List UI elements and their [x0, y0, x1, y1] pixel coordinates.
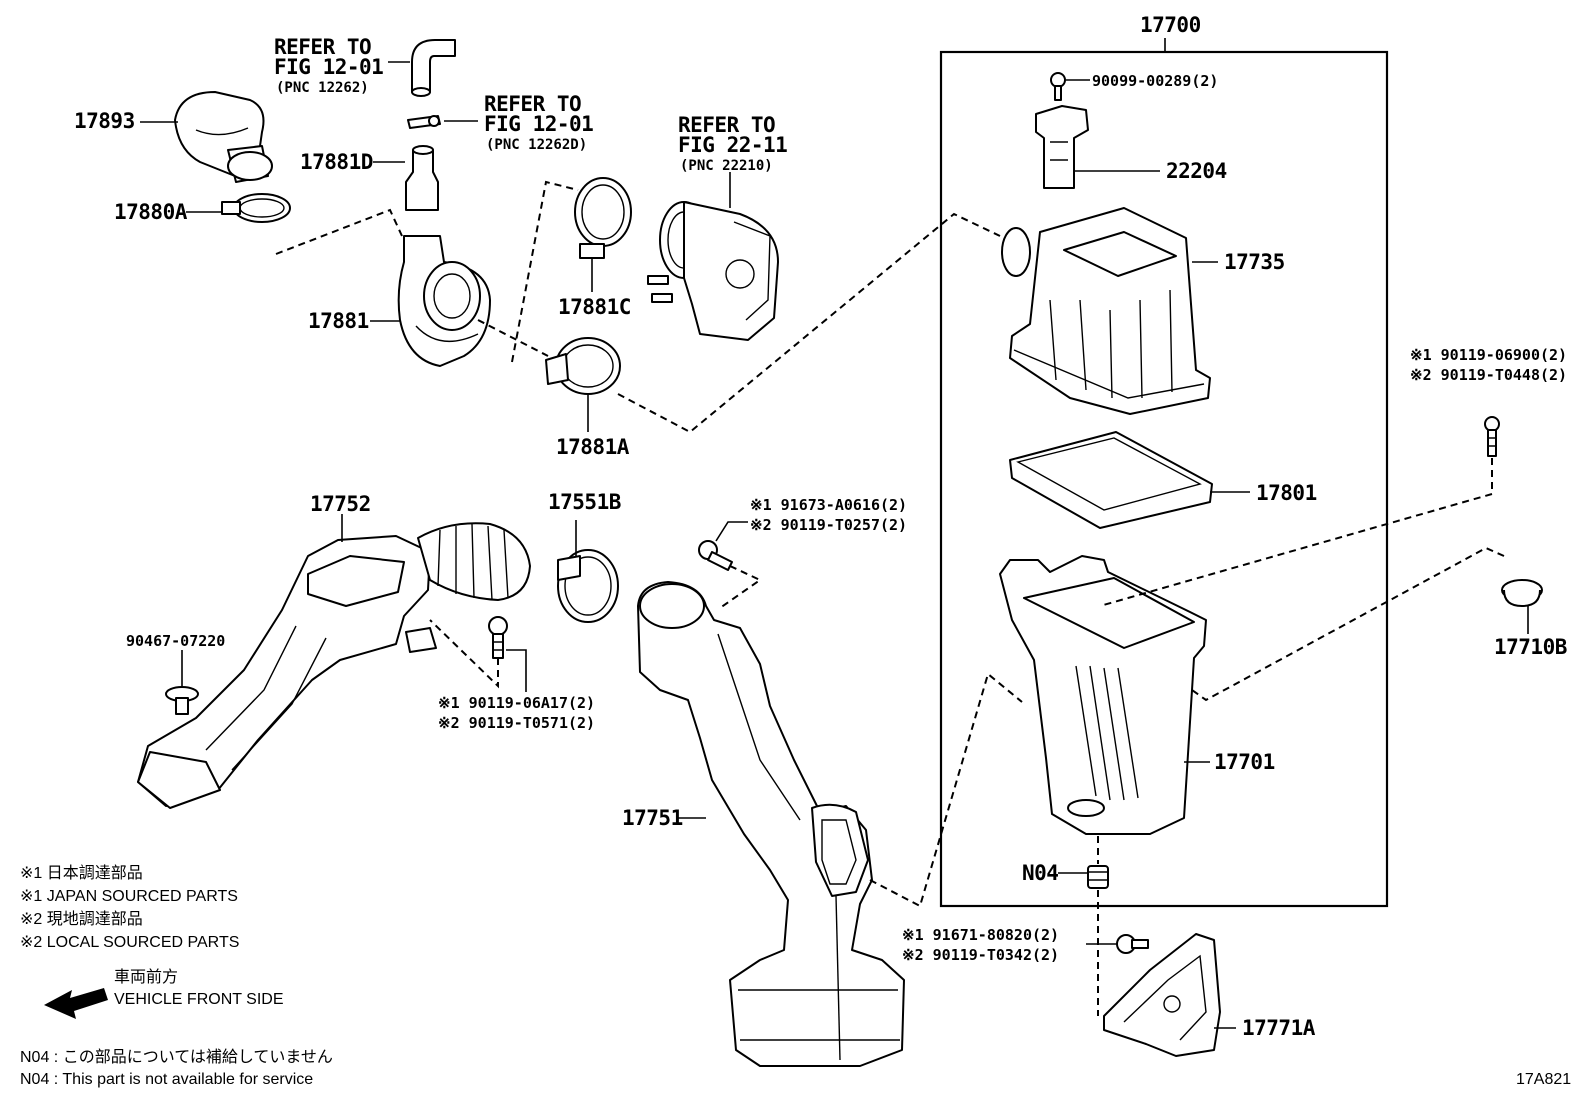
part-17881a-clamp	[545, 337, 621, 395]
pipe-ref-12262	[411, 39, 456, 97]
part-bolt-90119-06900	[1484, 416, 1500, 457]
label-17881: 17881	[308, 309, 369, 333]
label-90099: 90099-00289(2)	[1092, 72, 1219, 90]
label-17710b: 17710B	[1494, 635, 1567, 659]
dash-06900-17701	[1099, 458, 1493, 607]
part-17771a-bracket	[1103, 933, 1221, 1057]
part-17881d-hose	[405, 145, 439, 211]
ref-22210-l2: FIG 22-11	[678, 133, 788, 157]
label-90467: 90467-07220	[126, 632, 226, 650]
label-a1: ※1 90119-06900(2)	[1410, 346, 1568, 364]
label-n04: N04	[1022, 861, 1059, 885]
label-17881d: 17881D	[300, 150, 373, 174]
ref-12262-l1: REFER TO	[274, 35, 372, 59]
note-n04-en: N04 : This part is not available for ser…	[20, 1071, 314, 1088]
dash-17710b-17701	[1191, 546, 1505, 702]
ref-22210-l3: (PNC 22210)	[680, 158, 773, 174]
diagram-id: 17A821	[1516, 1071, 1572, 1088]
part-17752-duct	[137, 522, 531, 809]
part-17801-filter	[1009, 431, 1213, 529]
label-17881a: 17881A	[556, 435, 629, 459]
dash-91673-17751	[719, 565, 762, 609]
assembly-17700-box	[939, 50, 1389, 908]
part-17880a-clamp	[221, 193, 291, 223]
label-17735: 17735	[1224, 250, 1285, 274]
part-17735-cover	[1001, 207, 1211, 415]
note-japan-en: ※1 JAPAN SOURCED PARTS	[20, 888, 238, 905]
label-d2: ※2 90119-T0342(2)	[902, 946, 1060, 964]
dash-17881a-17735	[617, 212, 1001, 434]
label-d1: ※1 91671-80820(2)	[902, 926, 1060, 944]
dash-17881-17881c	[511, 180, 579, 363]
leader-90119-06a17	[506, 649, 527, 692]
label-a2: ※2 90119-T0448(2)	[1410, 366, 1568, 384]
part-bolt-91673-a0616	[698, 540, 733, 571]
part-17551b-clamp	[557, 549, 619, 623]
part-17751-duct	[637, 581, 905, 1067]
note-local-en: ※2 LOCAL SOURCED PARTS	[20, 934, 240, 951]
leader-91673-a0616	[715, 521, 748, 542]
label-b1: ※1 91673-A0616(2)	[750, 496, 908, 514]
dash-17880a-17881	[275, 208, 403, 255]
label-17751: 17751	[622, 806, 683, 830]
part-90099-screw	[1050, 72, 1066, 101]
part-17881c-clamp	[574, 177, 632, 259]
ref-12262d-l1: REFER TO	[484, 92, 582, 116]
dash-17751-17701	[869, 672, 1023, 908]
label-17801: 17801	[1256, 481, 1317, 505]
ref-12262d-l3: (PNC 12262D)	[486, 137, 588, 153]
dash-06a17-17752	[429, 619, 499, 689]
ref-12262-l2: FIG 12-01	[274, 55, 384, 79]
part-90467-clip	[165, 686, 199, 715]
clip-ref-12262d	[407, 115, 441, 129]
label-17701: 17701	[1214, 750, 1275, 774]
note-n04-jp: N04 : この部品については補給していません	[20, 1049, 333, 1066]
part-n04-cap	[1087, 865, 1109, 889]
label-22204: 22204	[1166, 159, 1227, 183]
note-japan-jp: ※1 日本調達部品	[20, 865, 143, 882]
dash-17881-17881a	[477, 319, 549, 357]
label-c2: ※2 90119-T0571(2)	[438, 714, 596, 732]
note-front-en: VEHICLE FRONT SIDE	[114, 991, 284, 1008]
part-17710b-grommet	[1501, 579, 1543, 607]
label-17881c: 17881C	[558, 295, 631, 319]
part-17881-elbow	[397, 235, 491, 367]
part-bolt-90119-06a17	[488, 616, 508, 659]
label-17880a: 17880A	[114, 200, 187, 224]
ref-22210-l1: REFER TO	[678, 113, 776, 137]
note-local-jp: ※2 現地調達部品	[20, 911, 143, 928]
throttle-body-ref-22210	[647, 201, 779, 341]
label-17893: 17893	[74, 109, 135, 133]
assembly-17700-label: 17700	[1140, 13, 1201, 37]
label-17551b: 17551B	[548, 490, 621, 514]
ref-12262-l3: (PNC 12262)	[276, 80, 369, 96]
label-b2: ※2 90119-T0257(2)	[750, 516, 908, 534]
part-17701-case	[999, 555, 1207, 835]
label-c1: ※1 90119-06A17(2)	[438, 694, 596, 712]
ref-12262d-l2: FIG 12-01	[484, 112, 594, 136]
part-17893-duct	[174, 91, 273, 183]
left-arrow-icon	[44, 988, 108, 1019]
label-17771a: 17771A	[1242, 1016, 1315, 1040]
label-17752: 17752	[310, 492, 371, 516]
part-22204-sensor	[1035, 105, 1089, 189]
part-bolt-91671-80820	[1116, 934, 1149, 954]
note-front-jp: 車両前方	[114, 969, 179, 986]
